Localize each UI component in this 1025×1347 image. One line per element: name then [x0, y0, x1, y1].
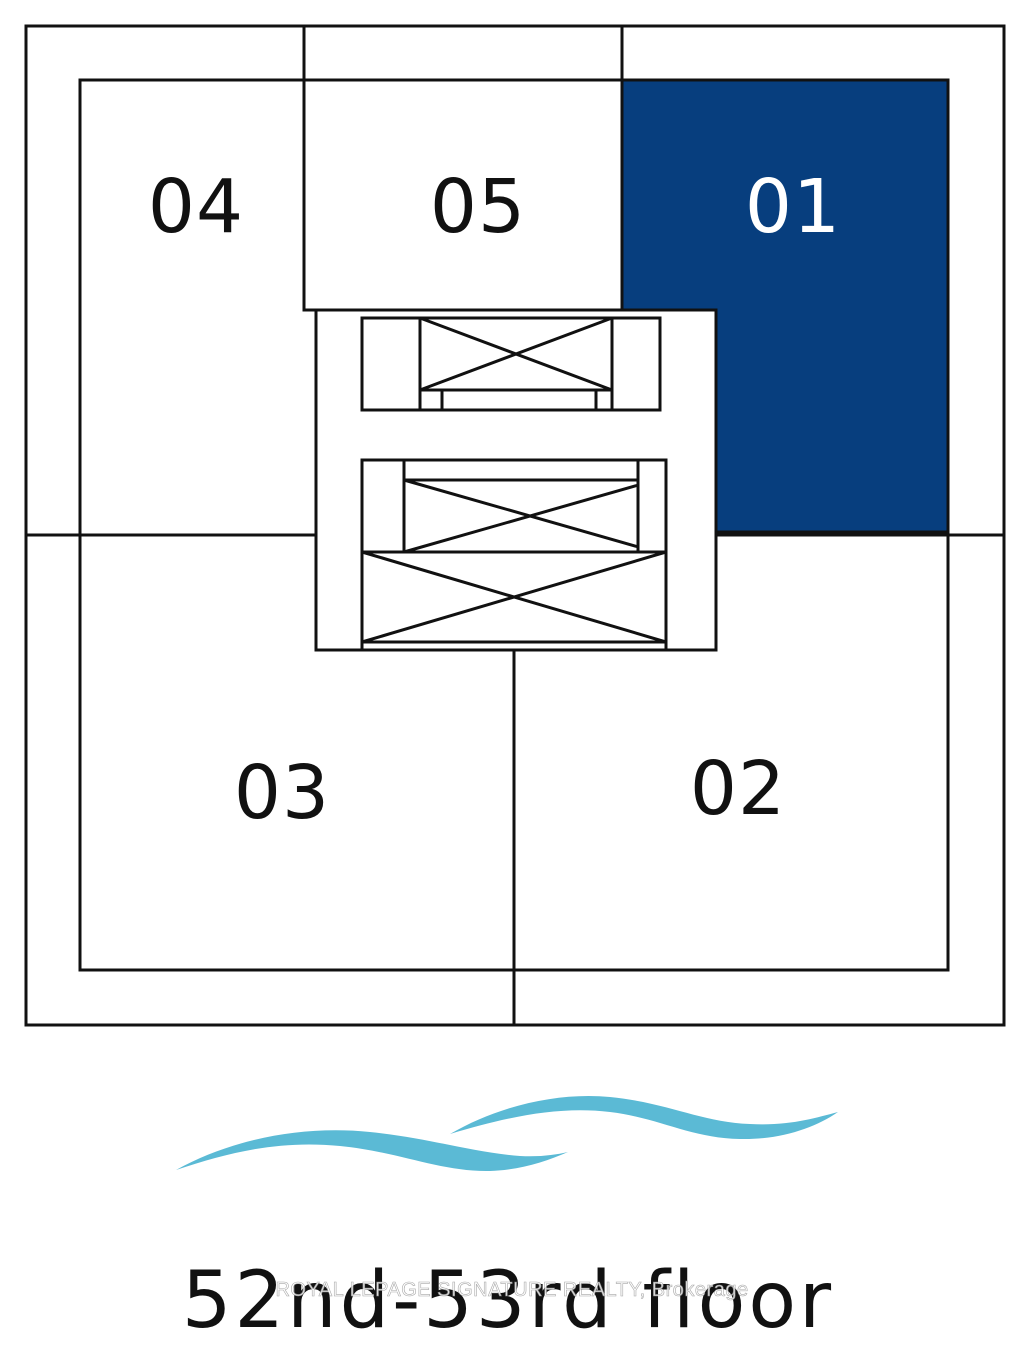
unit-outlines	[78, 78, 950, 972]
unit-03-label: 03	[234, 750, 330, 836]
unit-03-outline	[78, 535, 516, 972]
balcony-dividers	[26, 26, 1004, 1025]
water-waves-icon	[176, 1095, 838, 1172]
unit-04-outline	[78, 78, 316, 535]
unit-02-label: 02	[690, 746, 786, 832]
floor-caption: 52nd-53rd floor	[182, 1256, 834, 1346]
unit-01-label: 01	[745, 164, 841, 250]
unit-05-label: 05	[430, 164, 526, 250]
central-core	[314, 308, 718, 652]
brokerage-watermark: ROYAL LEPAGE SIGNATURE REALTY, Brokerage	[275, 1279, 748, 1301]
unit-02-outline	[514, 533, 950, 972]
unit-04-label: 04	[148, 164, 244, 250]
